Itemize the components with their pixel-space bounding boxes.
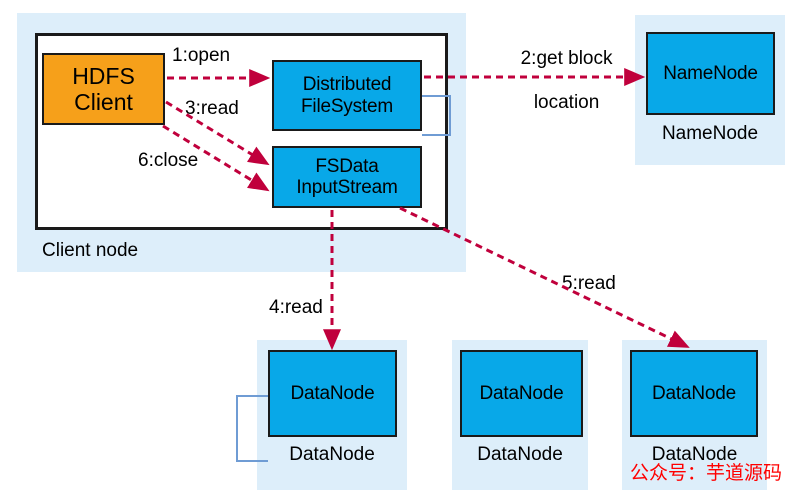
fsdata-inputstream-box[interactable]: FSData InputStream: [272, 146, 422, 208]
namenode-box[interactable]: NameNode: [646, 32, 775, 115]
datanode-box-2[interactable]: DataNode: [460, 350, 583, 437]
datanode-box-2-label: DataNode: [479, 382, 564, 404]
step-label-2-get-block-location: 2:get block location: [481, 26, 631, 135]
step-label-4-read: 4:read: [269, 297, 323, 318]
fsdata-inputstream-label-line1: FSData: [315, 155, 379, 177]
datanode-box-3[interactable]: DataNode: [630, 350, 758, 437]
step-2-line1: 2:get block: [520, 47, 613, 69]
client-node-caption: Client node: [42, 240, 139, 261]
step-label-5-read: 5:read: [562, 273, 616, 294]
distributed-filesystem-label-line2: FileSystem: [301, 95, 393, 117]
datanode-box-1-label: DataNode: [290, 382, 375, 404]
distributed-filesystem-label: Distributed FileSystem: [301, 74, 393, 117]
distributed-filesystem-label-line1: Distributed: [302, 74, 392, 96]
step-label-6-close: 6:close: [138, 150, 199, 171]
watermark-text: 公众号：芋道源码: [630, 463, 783, 484]
namenode-caption: NameNode: [661, 123, 759, 144]
hdfs-client-label: HDFS Client: [72, 63, 135, 116]
distributed-filesystem-box[interactable]: Distributed FileSystem: [272, 60, 422, 131]
datanode-caption-2: DataNode: [477, 444, 563, 465]
datanode-caption-1: DataNode: [289, 444, 375, 465]
datanode-box-1[interactable]: DataNode: [268, 350, 397, 437]
step-label-3-read: 3:read: [185, 98, 239, 119]
fsdata-inputstream-label: FSData InputStream: [296, 155, 398, 199]
datanode-box-3-label: DataNode: [652, 382, 736, 404]
namenode-box-label: NameNode: [663, 62, 758, 84]
step-label-1-open: 1:open: [172, 45, 231, 66]
hdfs-client-box[interactable]: HDFS Client: [42, 53, 165, 125]
hdfs-client-label-line1: HDFS: [72, 62, 135, 89]
hdfs-client-label-line2: Client: [74, 89, 133, 115]
step-2-line2: location: [533, 91, 600, 113]
datanode-caption-3: DataNode: [651, 444, 738, 465]
fsdata-inputstream-label-line2: InputStream: [296, 177, 398, 198]
